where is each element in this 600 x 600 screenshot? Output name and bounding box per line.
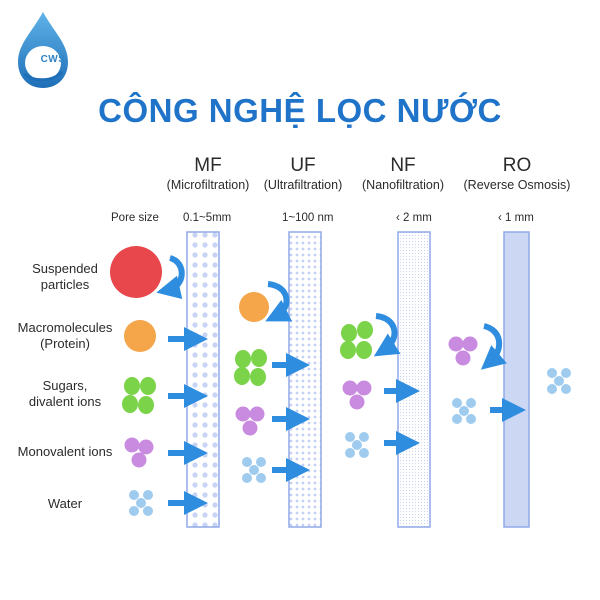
membrane-mf: [186, 231, 220, 528]
row-label-line: Monovalent ions: [17, 444, 113, 459]
row-label-line: (Protein): [40, 336, 90, 351]
row-label-line: particles: [40, 277, 90, 292]
row-label-line: Macromolecules: [17, 320, 113, 335]
column-full-name: (Reverse Osmosis): [463, 178, 571, 192]
column-full-name: (Ultrafiltration): [263, 178, 343, 192]
sugar-particle: [340, 321, 373, 359]
water-particle: [452, 398, 476, 424]
row-label-water: Water: [0, 496, 130, 512]
column-header-nf: NF (Nanofiltration): [343, 155, 463, 193]
membrane-nf: [397, 231, 431, 528]
pore-size-mf: 0.1~5mm: [183, 212, 232, 224]
protein-particle: [239, 292, 269, 322]
sugar-particle: [234, 349, 267, 386]
column-full-name: (Microfiltration): [166, 178, 250, 192]
column-full-name: (Nanofiltration): [362, 178, 444, 192]
column-abbr: NF: [390, 155, 416, 176]
column-header-uf: UF (Ultrafiltration): [243, 155, 363, 193]
row-label-macromolecules: Macromolecules (Protein): [0, 320, 130, 352]
pore-size-ro: ‹ 1 mm: [498, 212, 534, 224]
pore-size-uf: 1~100 nm: [282, 212, 334, 224]
monovalent-ion-particle: [124, 437, 154, 468]
row-label-line: Suspended: [32, 261, 98, 276]
sugar-particle: [122, 377, 156, 414]
column-header-mf: MF (Microfiltration): [148, 155, 268, 193]
monovalent-ion-particle: [235, 406, 265, 436]
monovalent-ion-particle: [448, 336, 478, 366]
page-title: CÔNG NGHỆ LỌC NƯỚC: [98, 92, 502, 129]
column-abbr: RO: [502, 155, 532, 176]
monovalent-ion-particle: [342, 380, 372, 410]
row-label-monovalent-ions: Monovalent ions: [0, 444, 130, 460]
pore-size-nf: ‹ 2 mm: [396, 212, 432, 224]
rejected-arrow: [156, 255, 185, 300]
rejected-arrow: [373, 313, 401, 357]
row-label-line: Sugars,: [42, 378, 88, 393]
membrane-ro: [503, 231, 530, 528]
row-label-sugars-divalent: Sugars, divalent ions: [0, 378, 130, 410]
row-label-suspended-particles: Suspended particles: [0, 261, 130, 293]
column-header-ro: RO (Reverse Osmosis): [457, 155, 577, 193]
rejected-arrow: [480, 323, 507, 370]
column-abbr: UF: [290, 155, 316, 176]
membrane-uf: [288, 231, 322, 528]
logo: CWS: [10, 8, 76, 94]
rejected-arrow: [265, 281, 293, 322]
column-abbr: MF: [194, 155, 222, 176]
water-particle: [345, 432, 369, 458]
protein-particle: [124, 320, 156, 352]
suspended-particle: [110, 246, 162, 298]
water-particle: [547, 368, 571, 394]
logo-text: CWS: [40, 54, 66, 65]
row-label-line: divalent ions: [28, 394, 102, 409]
water-drop-icon: [18, 12, 68, 88]
pore-size-label: Pore size: [111, 212, 159, 224]
water-particle: [129, 490, 153, 516]
row-label-line: Water: [47, 496, 83, 511]
water-particle: [242, 457, 266, 483]
